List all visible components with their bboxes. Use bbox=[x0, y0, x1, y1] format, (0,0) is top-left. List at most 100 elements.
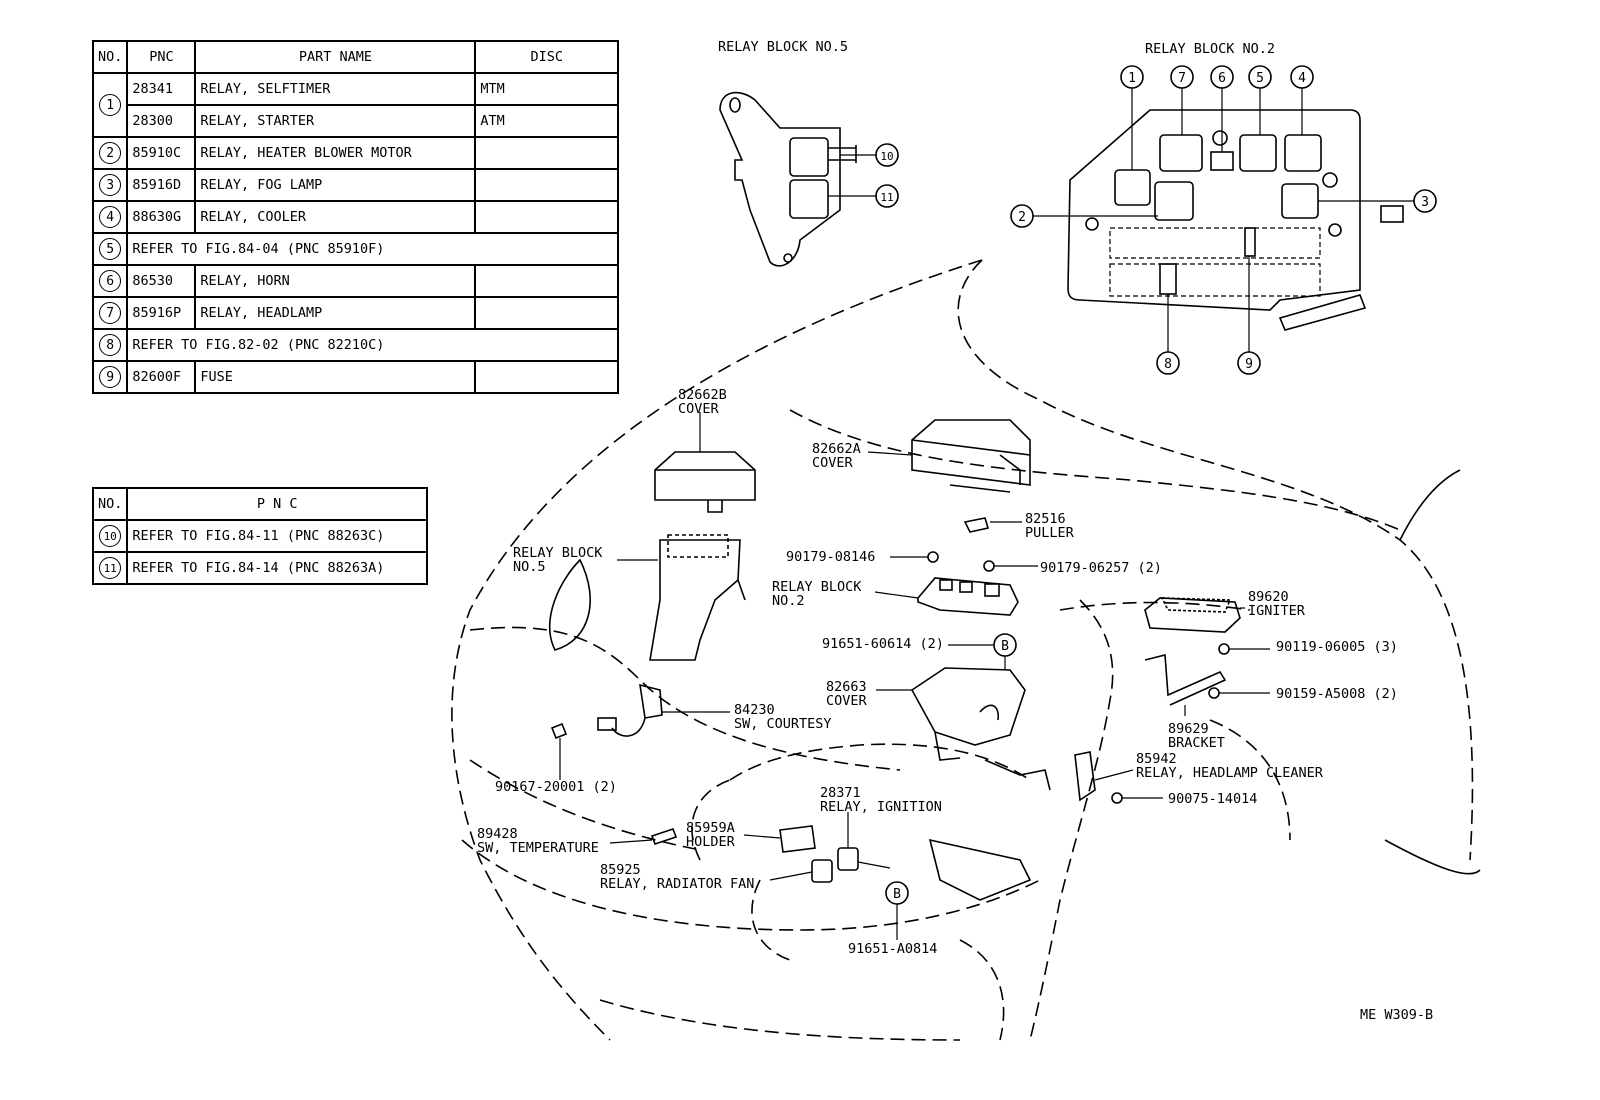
col-pnc: PNC bbox=[126, 40, 197, 74]
pnc-cell: 85910C bbox=[126, 136, 197, 170]
nut-06257-label: 90179-06257 (2) bbox=[1040, 560, 1162, 576]
disc-cell bbox=[474, 360, 619, 394]
col-pnc: P N C bbox=[126, 487, 428, 521]
bolt-drawing bbox=[1218, 643, 1230, 655]
relay-block-2-drawing bbox=[1067, 109, 1404, 331]
vehicle-outline bbox=[451, 259, 1474, 1041]
callout-number: 1 bbox=[99, 94, 122, 116]
disc-cell bbox=[474, 200, 619, 234]
part-name-cell: RELAY, SELFTIMER bbox=[194, 72, 477, 106]
callout-6: 6 bbox=[1218, 71, 1226, 86]
callout-number: 8 bbox=[99, 334, 122, 356]
callout-number: 4 bbox=[99, 206, 122, 228]
relay-block-5-drawing bbox=[719, 91, 857, 267]
nut-drawing bbox=[983, 560, 995, 572]
callout-number: 6 bbox=[99, 270, 122, 292]
table-row: 11 REFER TO FIG.84-14 (PNC 88263A) bbox=[91, 551, 428, 585]
part-name-cell: RELAY, HORN bbox=[194, 264, 477, 298]
pnc-cell: 85916D bbox=[126, 168, 197, 202]
callout-7: 7 bbox=[1178, 71, 1186, 86]
part-name-cell: RELAY, FOG LAMP bbox=[194, 168, 477, 202]
callout-9: 9 bbox=[1245, 357, 1253, 372]
holder-label: 85959A HOLDER bbox=[686, 820, 735, 850]
headlamp-outline bbox=[549, 558, 591, 651]
callout-10: 10 bbox=[880, 150, 893, 163]
bolt-drawing bbox=[1208, 687, 1220, 699]
parts-table: NO. PNC PART NAME DISC 1 28341 RELAY, SE… bbox=[91, 40, 619, 394]
col-part-name: PART NAME bbox=[194, 40, 477, 74]
table-row: 2 85910C RELAY, HEATER BLOWER MOTOR bbox=[91, 136, 619, 170]
bolt-06005-label: 90119-06005 (3) bbox=[1276, 639, 1398, 655]
col-no: NO. bbox=[91, 487, 129, 521]
table-row: 1 28341 RELAY, SELFTIMER MTM bbox=[91, 72, 619, 138]
relay-block-2-assembly-drawing bbox=[917, 577, 1019, 616]
ignition-relay-drawing bbox=[837, 847, 859, 871]
holder-drawing bbox=[779, 825, 816, 853]
part-name-cell: RELAY, HEATER BLOWER MOTOR bbox=[194, 136, 477, 170]
fender-line bbox=[1384, 839, 1481, 875]
cover-82662b-drawing bbox=[654, 451, 756, 513]
disc-cell bbox=[474, 136, 619, 170]
disc-cell: ATM bbox=[474, 104, 619, 138]
pnc-cell: 28341 bbox=[126, 72, 197, 106]
pnc-cell: 82600F bbox=[126, 360, 197, 394]
table-row: 10 REFER TO FIG.84-11 (PNC 88263C) bbox=[91, 519, 428, 553]
callout-number: 5 bbox=[99, 238, 122, 260]
bolt-20001-label: 90167-20001 (2) bbox=[495, 779, 617, 795]
callout-1: 1 bbox=[1128, 71, 1136, 86]
nut-08146-label: 90179-08146 bbox=[786, 549, 876, 565]
bolt-14014-label: 90075-14014 bbox=[1168, 791, 1258, 807]
bolt-drawing bbox=[550, 722, 568, 740]
part-name-cell: RELAY, HEADLAMP bbox=[194, 296, 477, 330]
callout-number: 11 bbox=[99, 557, 122, 579]
cover-82662b-label: 82662B COVER bbox=[678, 387, 727, 417]
pnc-table: NO. P N C 10 REFER TO FIG.84-11 (PNC 882… bbox=[91, 487, 428, 585]
table-row: 9 82600F FUSE bbox=[91, 360, 619, 394]
relay-block-5-body-drawing bbox=[649, 534, 746, 661]
figure-id: ME W309-B bbox=[1360, 1007, 1434, 1023]
callout-number: 3 bbox=[99, 174, 122, 196]
headlamp-cleaner-label: 85942 RELAY, HEADLAMP CLEANER bbox=[1136, 751, 1323, 781]
b-marker: B bbox=[893, 887, 901, 902]
table-row: 5 REFER TO FIG.84-04 (PNC 85910F) bbox=[91, 232, 619, 266]
callout-circles bbox=[875, 65, 1437, 905]
callout-numbers: 1 7 6 5 4 2 3 8 9 10 11 B B bbox=[880, 71, 1429, 902]
relay-block-2-title: RELAY BLOCK NO.2 bbox=[1145, 41, 1276, 57]
callout-2: 2 bbox=[1018, 210, 1026, 225]
sw-courtesy-drawing bbox=[597, 683, 663, 737]
igniter-label: 89620 IGNITER bbox=[1248, 589, 1305, 619]
callout-4: 4 bbox=[1298, 71, 1306, 86]
table-row: 28300 RELAY, STARTER ATM bbox=[93, 104, 619, 138]
pnc-table-header: NO. P N C bbox=[91, 487, 428, 521]
bolt-drawing bbox=[1111, 792, 1123, 804]
disc-cell bbox=[474, 296, 619, 330]
part-name-cell: RELAY, STARTER bbox=[194, 104, 477, 138]
col-no: NO. bbox=[91, 40, 129, 74]
callout-number: 9 bbox=[99, 366, 122, 388]
bracket-label: 89629 BRACKET bbox=[1168, 721, 1225, 751]
callout-5: 5 bbox=[1256, 71, 1264, 86]
relay-block-no5-label: RELAY BLOCK NO.5 bbox=[513, 545, 603, 575]
reference-cell: REFER TO FIG.84-11 (PNC 88263C) bbox=[126, 519, 428, 553]
radiator-fan-relay-label: 85925 RELAY, RADIATOR FAN bbox=[600, 862, 755, 892]
cover-82663-drawing bbox=[910, 667, 1026, 761]
col-disc: DISC bbox=[474, 40, 619, 74]
mount-bracket-drawing bbox=[928, 838, 1032, 901]
b-marker: B bbox=[1001, 639, 1009, 654]
cover-82663-label: 82663 COVER bbox=[826, 679, 867, 709]
mount-bracket-drawing bbox=[984, 759, 1051, 791]
sw-temperature-label: 89428 SW, TEMPERATURE bbox=[477, 826, 599, 856]
screw-60614-label: 91651-60614 (2) bbox=[822, 636, 944, 652]
reference-cell: REFER TO FIG.84-14 (PNC 88263A) bbox=[126, 551, 428, 585]
puller-drawing bbox=[963, 517, 990, 533]
callout-number: 7 bbox=[99, 302, 122, 324]
pnc-cell: 85916P bbox=[126, 296, 197, 330]
disc-cell bbox=[474, 168, 619, 202]
relay-block-5-title: RELAY BLOCK NO.5 bbox=[718, 39, 849, 55]
table-row: 4 88630G RELAY, COOLER bbox=[91, 200, 619, 234]
callout-3: 3 bbox=[1421, 195, 1429, 210]
callout-number: 10 bbox=[99, 525, 122, 547]
reference-cell: REFER TO FIG.84-04 (PNC 85910F) bbox=[126, 232, 619, 266]
nut-drawing bbox=[927, 551, 939, 563]
